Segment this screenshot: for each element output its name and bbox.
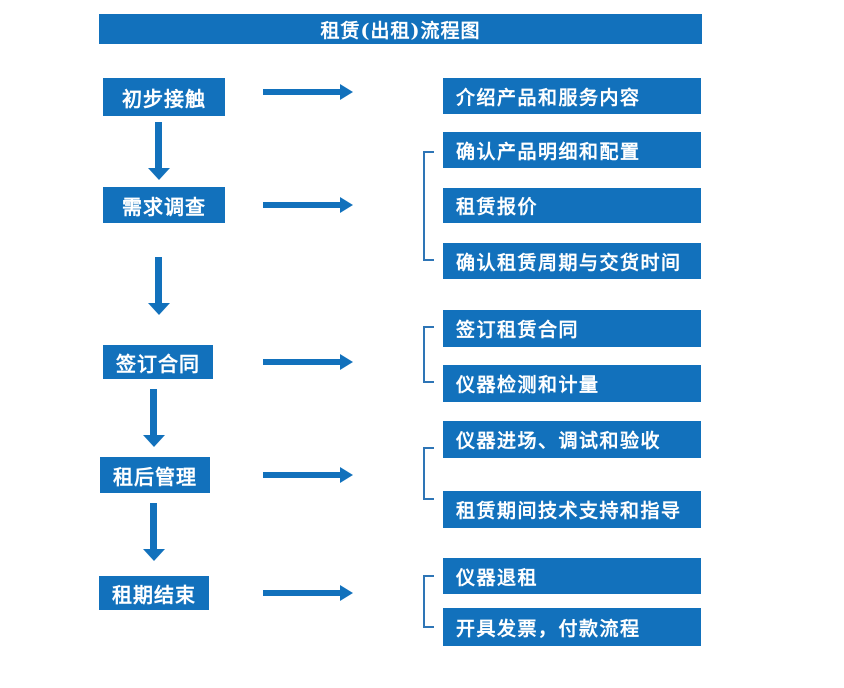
- arrow-head: [340, 197, 353, 213]
- arrow-right-icon: [263, 84, 353, 100]
- arrow-shaft: [263, 472, 342, 478]
- step-box-demand-survey: 需求调查: [103, 187, 225, 223]
- arrow-shaft: [155, 257, 162, 304]
- arrow-head: [340, 84, 353, 100]
- group-bracket: [423, 151, 434, 261]
- arrow-head: [148, 303, 170, 315]
- arrow-head: [340, 585, 353, 601]
- arrow-down-icon: [148, 257, 170, 315]
- detail-box-instrument-return: 仪器退租: [443, 558, 701, 594]
- arrow-head: [143, 549, 165, 561]
- arrow-shaft: [263, 359, 342, 365]
- group-bracket: [423, 447, 434, 500]
- group-bracket: [423, 326, 434, 383]
- arrow-right-icon: [263, 585, 353, 601]
- arrow-head: [340, 354, 353, 370]
- detail-box-technical-support: 租赁期间技术支持和指导: [443, 491, 701, 528]
- arrow-head: [148, 168, 170, 180]
- detail-box-rental-quote: 租赁报价: [443, 188, 701, 223]
- page-title: 租赁(出租)流程图: [99, 14, 702, 44]
- arrow-shaft: [263, 202, 342, 208]
- detail-box-invoice-payment: 开具发票，付款流程: [443, 608, 701, 646]
- arrow-shaft: [150, 389, 157, 436]
- group-bracket: [423, 575, 434, 628]
- arrow-right-icon: [263, 197, 353, 213]
- step-box-post-rental-management: 租后管理: [100, 457, 210, 493]
- step-box-rental-end: 租期结束: [99, 576, 209, 610]
- arrow-shaft: [150, 503, 157, 550]
- arrow-right-icon: [263, 354, 353, 370]
- arrow-down-icon: [143, 503, 165, 561]
- arrow-down-icon: [143, 389, 165, 447]
- arrow-shaft: [155, 122, 162, 169]
- detail-box-confirm-product-details: 确认产品明细和配置: [443, 132, 701, 168]
- arrow-shaft: [263, 590, 342, 596]
- arrow-shaft: [263, 89, 342, 95]
- detail-box-instrument-setup: 仪器进场、调试和验收: [443, 421, 701, 458]
- detail-box-confirm-rental-period: 确认租赁周期与交货时间: [443, 243, 701, 279]
- step-box-sign-contract: 签订合同: [103, 345, 213, 379]
- detail-box-instrument-inspection: 仪器检测和计量: [443, 365, 701, 402]
- arrow-right-icon: [263, 467, 353, 483]
- detail-box-sign-rental-contract: 签订租赁合同: [443, 310, 701, 347]
- step-box-initial-contact: 初步接触: [103, 78, 225, 116]
- arrow-head: [340, 467, 353, 483]
- arrow-head: [143, 435, 165, 447]
- detail-box-introduce-products: 介绍产品和服务内容: [443, 78, 701, 114]
- arrow-down-icon: [148, 122, 170, 180]
